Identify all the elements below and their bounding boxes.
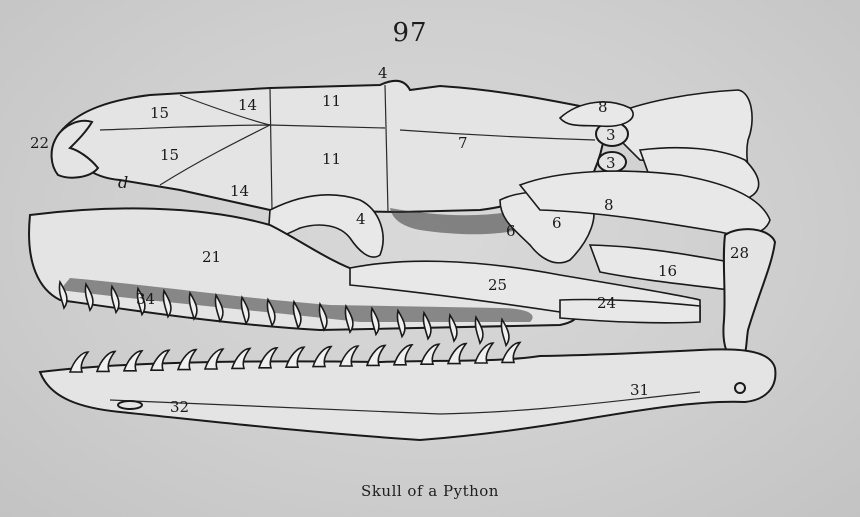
figure-caption: Skull of a Python <box>300 482 560 500</box>
label-8-top: 8 <box>598 98 608 116</box>
mandible-foramen <box>118 401 142 409</box>
label-34: 34 <box>136 290 155 308</box>
label-d: d <box>118 173 128 192</box>
label-4-mid: 4 <box>356 210 366 228</box>
label-8-mid: 8 <box>604 196 614 214</box>
label-31: 31 <box>630 381 649 399</box>
label-28: 28 <box>730 244 749 262</box>
label-22: 22 <box>30 134 49 152</box>
label-7: 7 <box>458 134 468 152</box>
label-3-b: 3 <box>606 154 616 172</box>
label-16: 16 <box>658 262 677 280</box>
bone-mandible <box>40 349 775 440</box>
label-24: 24 <box>597 294 616 312</box>
label-11-mid: 11 <box>322 150 341 168</box>
label-3-a: 3 <box>606 126 616 144</box>
label-25: 25 <box>488 276 507 294</box>
mandible-condyle-hole <box>735 383 745 393</box>
label-4-top: 4 <box>378 64 388 82</box>
label-32: 32 <box>170 398 189 416</box>
label-14-mid: 14 <box>230 182 249 200</box>
label-11-top: 11 <box>322 92 341 110</box>
label-15-top: 15 <box>150 104 169 122</box>
label-14-top: 14 <box>238 96 257 114</box>
label-15-mid: 15 <box>160 146 179 164</box>
label-6-b: 6 <box>552 214 562 232</box>
label-21: 21 <box>202 248 221 266</box>
label-6-a: 6 <box>506 222 516 240</box>
